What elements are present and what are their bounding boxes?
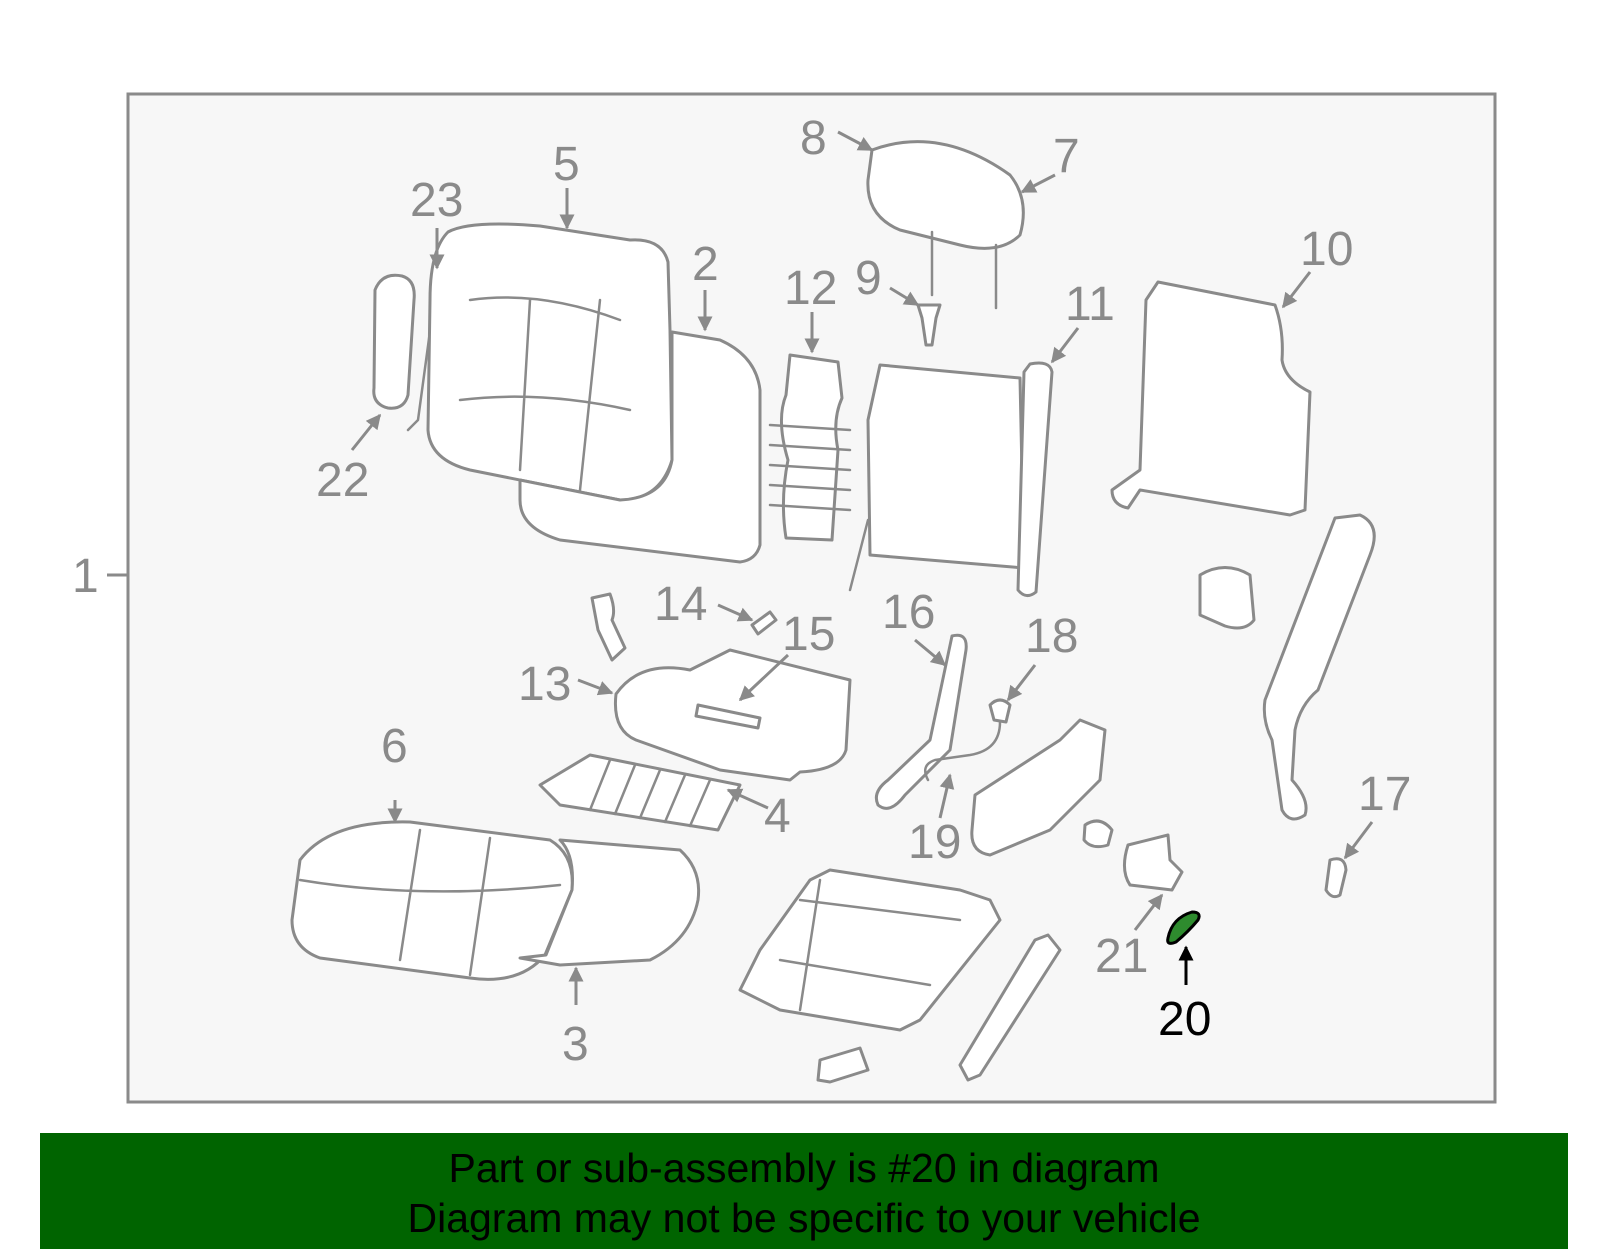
info-banner: Part or sub-assembly is #20 in diagram D… [40, 1133, 1568, 1249]
label-14-leader [717, 603, 754, 622]
label-22-leader [350, 413, 382, 451]
part-10-back-panel [1110, 280, 1312, 517]
part-8-posts [930, 230, 998, 310]
callout-label-5: 5 [553, 138, 580, 191]
label-8-leader [837, 130, 874, 152]
callout-label-20: 20 [1158, 993, 1211, 1046]
part-11-frame [866, 363, 1026, 570]
part-12-ribs [768, 423, 852, 512]
label-21-leader [1133, 893, 1164, 931]
part-3-cushion-pad [518, 838, 701, 967]
callout-label-8: 8 [800, 112, 827, 165]
part-rail [958, 933, 1062, 1082]
callout-label-22: 22 [316, 454, 369, 507]
part-9-guide [916, 303, 942, 347]
callout-label-4: 4 [764, 790, 791, 843]
part-18-cable-end [988, 698, 1012, 724]
part-seat-track [738, 868, 1002, 1032]
callout-label-10: 10 [1300, 223, 1353, 276]
part-11-lower [848, 518, 870, 592]
banner-line-disclaimer: Diagram may not be specific to your vehi… [407, 1195, 1201, 1241]
part-6-seams [298, 828, 562, 977]
part-foot-bracket [816, 1046, 870, 1084]
part-19-cable [923, 720, 1002, 782]
callout-label-15: 15 [782, 608, 835, 661]
part-20-highlighted [1166, 910, 1201, 945]
part-cap [1198, 566, 1256, 630]
label-4-leader [726, 788, 769, 810]
part-21-switch [1123, 833, 1184, 892]
part-14-pin [750, 610, 778, 636]
callout-label-14: 14 [654, 578, 707, 631]
label-15-leader [738, 653, 790, 702]
label-18-leader [1006, 664, 1037, 702]
callout-label-19: 19 [908, 816, 961, 869]
callout-label-18: 18 [1025, 610, 1078, 663]
callout-label-16: 16 [882, 586, 935, 639]
callout-label-21: 21 [1095, 930, 1148, 983]
part-recliner-side [1262, 513, 1376, 821]
part-knob [1082, 819, 1114, 849]
label-13-leader [577, 678, 614, 696]
part-15-rod [694, 703, 762, 730]
part-recliner-housing [970, 718, 1107, 857]
label-17-leader [1343, 821, 1374, 860]
callout-label-9: 9 [855, 252, 882, 305]
part-17-clip [1324, 857, 1348, 899]
callout-label-7: 7 [1053, 130, 1080, 183]
banner-line-part-number: Part or sub-assembly is #20 in diagram [448, 1145, 1160, 1191]
label-7-leader [1020, 173, 1056, 194]
label-9-leader [889, 286, 920, 307]
callout-label-12: 12 [784, 262, 837, 315]
callout-label-1: 1 [72, 550, 99, 603]
callout-label-3: 3 [562, 1018, 589, 1071]
label-19-leader [938, 773, 955, 819]
part-2-seatback-pad [518, 330, 762, 564]
part-5-seatback-cover [426, 222, 674, 502]
part-4-spring-grid [538, 753, 742, 832]
part-13-bracket [590, 592, 627, 662]
callout-label-17: 17 [1358, 768, 1411, 821]
label-11-leader [1050, 327, 1080, 364]
part-4-wires [588, 758, 712, 828]
callout-label-13: 13 [518, 658, 571, 711]
part-5-seams [458, 296, 632, 492]
callout-label-23: 23 [410, 174, 463, 227]
label-10-leader [1281, 271, 1312, 309]
part-8-headrest [866, 140, 1025, 250]
part-22-armrest [372, 273, 416, 410]
part-track-details [778, 878, 962, 1012]
callout-label-2: 2 [692, 238, 719, 291]
part-11-side [1016, 361, 1054, 597]
part-16-side-panel [874, 633, 968, 810]
callout-label-6: 6 [381, 720, 408, 773]
callout-label-11: 11 [1065, 278, 1115, 331]
label-16-leader [914, 638, 947, 667]
